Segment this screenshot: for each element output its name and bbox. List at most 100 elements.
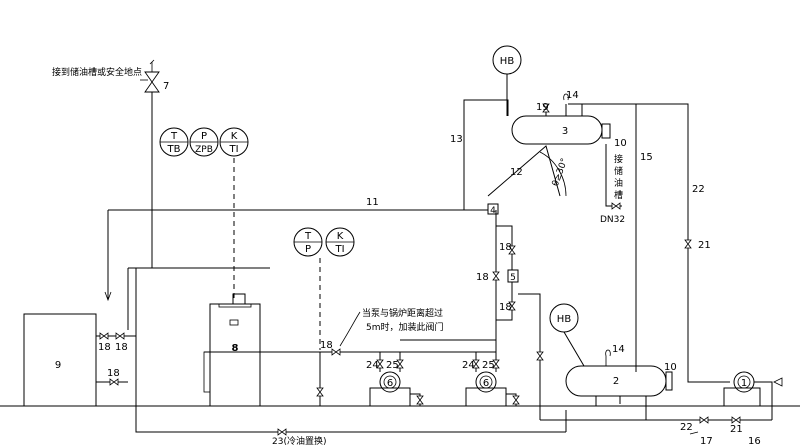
label-14-b: 14 xyxy=(612,344,625,355)
label-24-a: 24 xyxy=(366,360,379,371)
label-22-b: 22 xyxy=(680,422,693,433)
label-18-c: 18 xyxy=(107,368,120,379)
note-pump-1: 当泵与锅炉距离超过 xyxy=(362,307,443,319)
circulation-pump-right xyxy=(465,371,507,407)
valve-18-f xyxy=(492,271,500,281)
label-21-a: 21 xyxy=(698,240,711,251)
inst2-t: T xyxy=(304,231,312,242)
valve-21-b xyxy=(731,416,741,424)
label-18-f: 18 xyxy=(476,272,489,283)
separator-label: 5 xyxy=(510,273,516,283)
label-19: 19 xyxy=(536,102,549,113)
valve-18-c xyxy=(109,378,119,386)
pump-drain xyxy=(410,393,517,406)
level-gauge-10b xyxy=(665,371,673,391)
pipe-12 xyxy=(487,145,561,197)
pipe-size-label: DN32 xyxy=(600,215,625,225)
label-15: 15 xyxy=(640,152,653,163)
note-cold-oil: 23(冷油置换) xyxy=(272,435,326,447)
expansion-tank-label: 3 xyxy=(562,126,568,137)
label-18-b: 18 xyxy=(115,342,128,353)
pump-drain-valve-b xyxy=(512,395,520,405)
pump-right-label: 6 xyxy=(483,378,489,389)
label-12: 12 xyxy=(510,167,523,178)
drain-note-char-1: 接 xyxy=(614,153,623,165)
boiler-8 xyxy=(203,293,270,407)
inst-k: K xyxy=(231,131,238,142)
filler-inlet-arrow xyxy=(773,377,783,387)
label-14-a: 14 xyxy=(566,90,579,101)
vent-14-b xyxy=(605,349,611,366)
label-18-d: 18 xyxy=(320,340,333,351)
label-25-b: 25 xyxy=(482,360,495,371)
label-25-a: 25 xyxy=(386,360,399,371)
hb-storage-label: HB xyxy=(557,314,572,325)
label-22-a: 22 xyxy=(692,184,705,195)
valve-dn32 xyxy=(611,202,621,210)
valve-23 xyxy=(277,428,287,436)
storage-tank-label: 2 xyxy=(613,376,619,387)
user-equipment-9 xyxy=(23,313,97,407)
label-18-a: 18 xyxy=(98,342,111,353)
label-10-b: 10 xyxy=(664,362,677,373)
angle-arc xyxy=(539,151,567,197)
filler-pump-discharge xyxy=(754,381,773,420)
separator-5 xyxy=(507,269,519,283)
label-13: 13 xyxy=(450,134,463,145)
safety-valve-stem xyxy=(149,59,155,72)
valve-overflow xyxy=(536,351,544,361)
valve-18-b xyxy=(115,332,125,340)
label-10-a: 10 xyxy=(614,138,627,149)
pipe-13 xyxy=(463,99,509,210)
block-4-label: 4 xyxy=(490,206,496,216)
valve-17 xyxy=(699,416,709,424)
hb-expansion-label: HB xyxy=(500,56,515,67)
label-18-e: 18 xyxy=(499,242,512,253)
inst-p: P xyxy=(201,131,207,142)
block-4 xyxy=(487,203,499,215)
label-18-g: 18 xyxy=(499,302,512,313)
inst2-ti: TI xyxy=(334,244,344,255)
boiler-label: 8 xyxy=(232,343,239,354)
bypass-loop xyxy=(496,225,513,321)
drain-note-char-2: 储 xyxy=(614,165,623,177)
user-equipment-label: 9 xyxy=(55,360,61,371)
boiler-instrument-group: T P K TB ZPB TI xyxy=(159,127,249,157)
tank3-nozzles xyxy=(545,104,567,116)
storage-overflow-line xyxy=(518,293,541,420)
tank2-legs xyxy=(595,396,647,420)
valve-18-a xyxy=(99,332,109,340)
note-vent-to-tank: 接到储油槽或安全地点 xyxy=(52,66,142,78)
flow-arrow xyxy=(104,291,112,302)
hb-storage-line xyxy=(563,331,585,367)
pump-drain-valve-a xyxy=(416,395,424,405)
vent-14-a xyxy=(563,93,569,101)
label-21-b: 21 xyxy=(730,424,743,435)
note-pump-2: 5m时，加装此阀门 xyxy=(366,321,444,333)
inst-zpb: ZPB xyxy=(195,145,213,155)
drain-return-pipe xyxy=(135,268,566,433)
circulation-pump-left xyxy=(369,371,411,407)
valve-21-a xyxy=(684,239,692,249)
inst-ti: TI xyxy=(228,144,238,155)
note-leader-pump xyxy=(339,311,361,347)
label-24-b: 24 xyxy=(462,360,475,371)
pump-left-label: 6 xyxy=(387,378,393,389)
valve-18-d xyxy=(331,348,341,356)
drain-note-char-3: 油 xyxy=(614,177,623,189)
expansion-tank-3 xyxy=(511,115,603,145)
valve-drain xyxy=(316,387,324,397)
label-11: 11 xyxy=(366,197,379,208)
inst2-p: P xyxy=(305,244,311,255)
inst-t: T xyxy=(170,131,178,142)
level-gauge-10a xyxy=(601,123,611,139)
inst-tb: TB xyxy=(167,144,181,155)
outlet-instrument-group: T K P TI xyxy=(293,227,355,257)
inst2-k: K xyxy=(337,231,344,242)
safety-valve-7 xyxy=(144,71,160,93)
label-17: 17 xyxy=(700,436,713,447)
label-16: 16 xyxy=(748,436,761,447)
drain-note-char-4: 槽 xyxy=(614,189,623,201)
filler-pump-label: 1 xyxy=(741,378,747,389)
